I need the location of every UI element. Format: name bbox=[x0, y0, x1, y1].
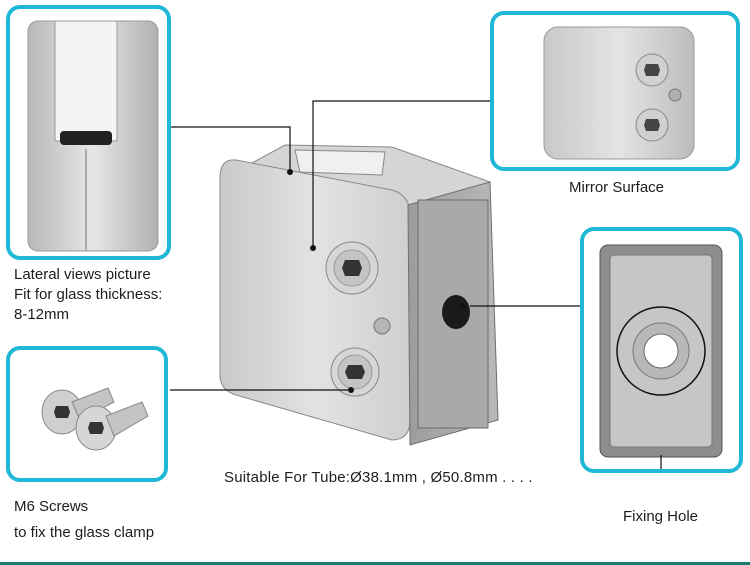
lateral-view-frame bbox=[6, 5, 171, 260]
glass-thickness-value: 8-12mm bbox=[14, 306, 70, 323]
screws-purpose-caption: to fix the glass clamp bbox=[14, 524, 155, 541]
mirror-surface-caption: Mirror Surface bbox=[569, 179, 665, 196]
glass-thickness-caption: Fit for glass thickness: bbox=[14, 286, 163, 303]
fixing-hole-caption: Fixing Hole bbox=[623, 508, 699, 525]
tube-size-caption: Suitable For Tube:Ø38.1mm , Ø50.8mm . . … bbox=[224, 469, 533, 486]
screws-frame bbox=[6, 346, 168, 482]
screws-image bbox=[41, 387, 149, 451]
screws-caption: M6 Screws bbox=[14, 498, 89, 515]
fixing-hole-image bbox=[599, 244, 723, 469]
bottom-bar bbox=[0, 562, 750, 565]
lateral-view-image bbox=[27, 20, 159, 252]
mirror-surface-image bbox=[543, 26, 695, 160]
mirror-surface-frame bbox=[490, 11, 740, 171]
lateral-view-caption: Lateral views picture bbox=[14, 266, 151, 283]
connector-lines bbox=[170, 100, 580, 391]
fixing-hole-frame bbox=[580, 227, 743, 473]
